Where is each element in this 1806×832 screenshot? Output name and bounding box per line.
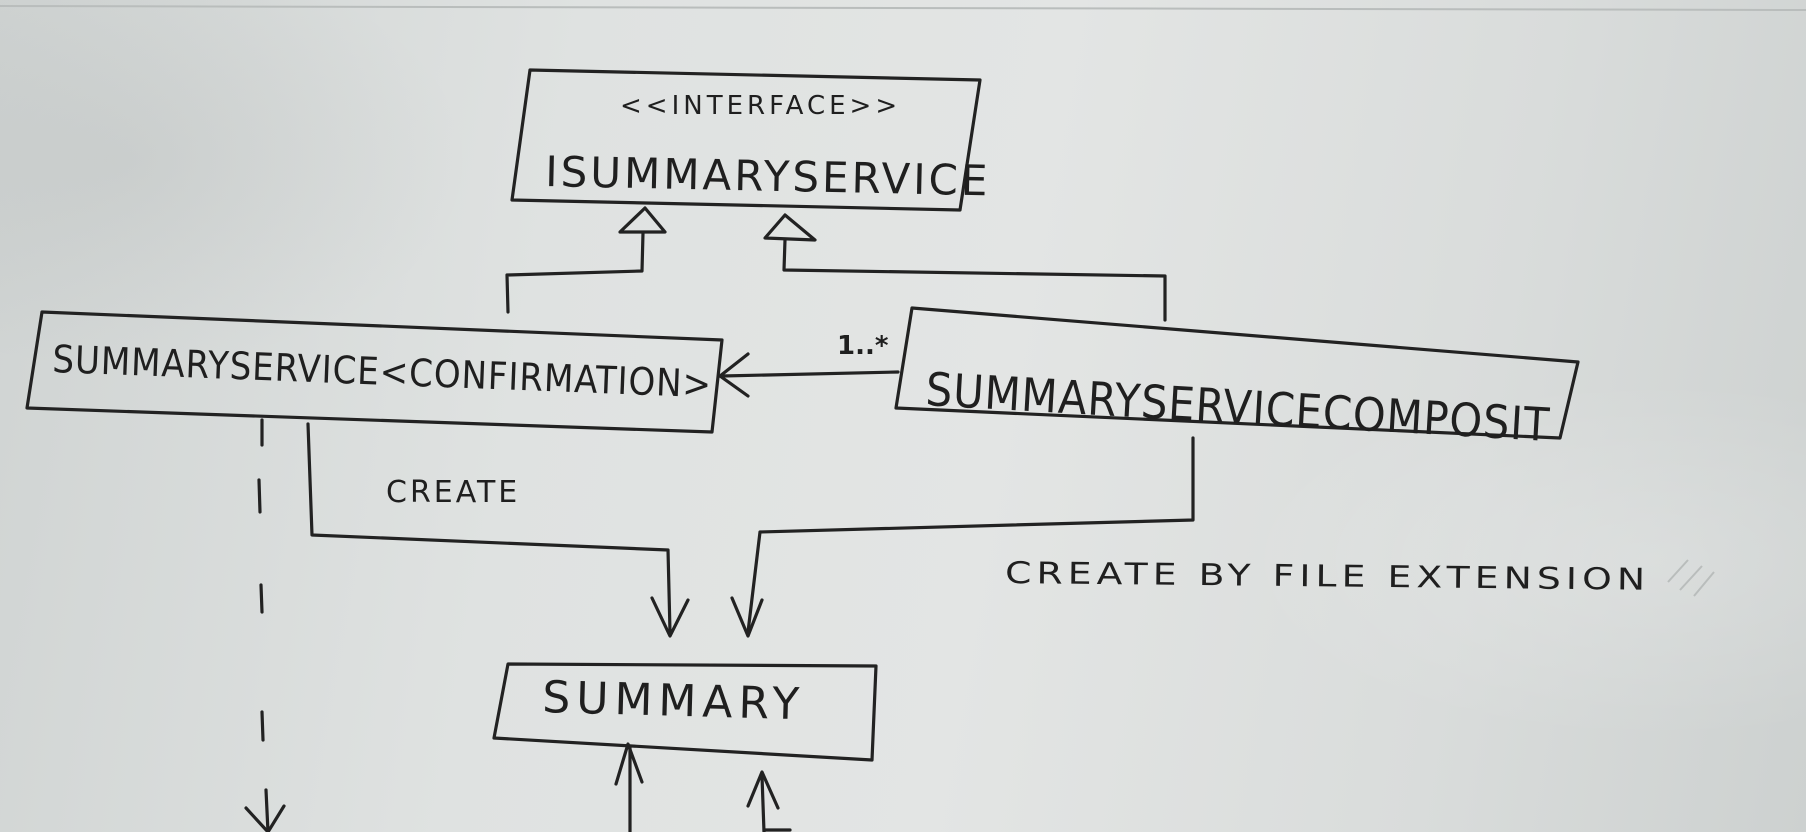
create-label: CREATE [386,475,520,510]
summary-name: SUMMARY [542,672,806,730]
confirmation-box: SUMMARYSERVICE<CONFIRMATION> [25,310,724,434]
incoming-arrow-right [746,770,792,832]
interface-name: ISUMMARYSERVICE [545,147,991,205]
composite-name: SUMMARYSERVICECOMPOSIT [924,362,1551,452]
create-by-extension-arrow [730,436,1195,638]
aggregation-arrow [718,352,900,398]
create-by-extension-label: CREATE BY FILE EXTENSION [1005,556,1650,598]
create-arrow [306,422,690,638]
faint-scribble [1667,559,1715,597]
board-top-edge [0,5,1806,11]
incoming-arrow-left [614,742,644,832]
summary-box: SUMMARY [492,662,878,762]
dependency-dashed-line [244,418,286,832]
composite-box: SUMMARYSERVICECOMPOSIT [894,306,1580,452]
confirmation-name: SUMMARYSERVICE<CONFIRMATION> [52,337,713,406]
generalization-line-composite [782,238,1167,322]
inheritance-triangle-right [763,213,817,242]
multiplicity-label: 1..* [837,331,889,361]
interface-stereotype: <<INTERFACE>> [620,91,901,121]
generalization-line-confirmation [505,231,645,314]
interface-box: <<INTERFACE>> ISUMMARYSERVICE [510,68,991,212]
inheritance-triangle-left [618,206,667,234]
